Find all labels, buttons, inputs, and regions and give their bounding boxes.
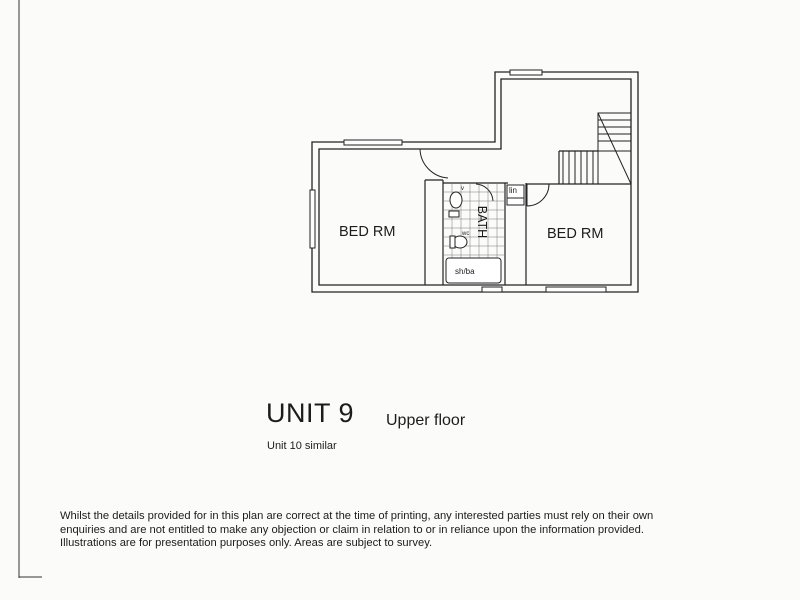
window-bottom-right — [545, 286, 607, 293]
window-left — [309, 189, 316, 249]
disclaimer-text: Whilst the details provided for in this … — [60, 510, 654, 549]
toilet-cistern-icon — [449, 235, 456, 249]
interior-walls — [424, 150, 631, 285]
stairs — [562, 112, 632, 185]
v-label: v — [461, 186, 464, 192]
shba-label: sh/ba — [455, 267, 475, 276]
window-top-left — [343, 139, 403, 146]
wc-label: wc — [461, 231, 469, 237]
vanity-icon — [448, 210, 460, 218]
shower-bath — [445, 257, 502, 284]
vanity-basin-icon — [449, 191, 463, 209]
bed-rm-right-label: BED RM — [547, 226, 603, 242]
window-bottom-mid — [481, 286, 503, 293]
floor-subtitle: Upper floor — [386, 412, 466, 429]
outer-walls — [311, 71, 639, 293]
bath-fixtures — [445, 184, 525, 284]
bed-rm-left-label: BED RM — [339, 224, 395, 240]
lin-label: lin — [509, 186, 517, 195]
door-swings — [419, 148, 550, 207]
bath-label: BATH — [475, 206, 489, 238]
windows — [309, 69, 607, 293]
window-top-right — [509, 69, 543, 76]
similar-note: Unit 10 similar — [267, 440, 337, 452]
unit-title: UNIT 9 — [266, 398, 355, 428]
linen-cupboard — [506, 184, 525, 206]
